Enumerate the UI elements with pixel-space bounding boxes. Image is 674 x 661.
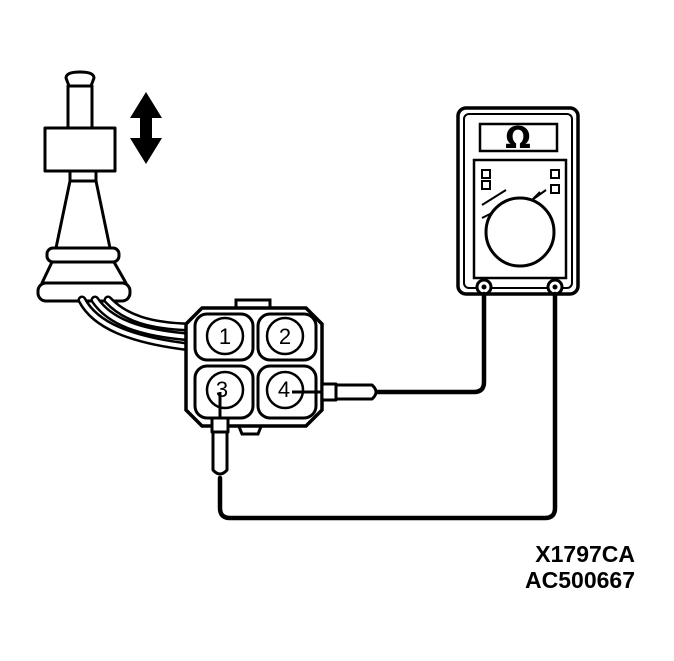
meter-inner xyxy=(463,113,573,289)
pin-label-4: 4 xyxy=(278,377,290,402)
meter-jack-v-ohm-core xyxy=(552,284,558,290)
pin-label-1: 1 xyxy=(219,324,231,349)
up-down-arrow-icon xyxy=(130,92,162,164)
rubber-boot xyxy=(54,179,112,250)
pin-circle-1 xyxy=(205,316,245,356)
pin-circle-4 xyxy=(265,370,305,410)
lead-pin-4 xyxy=(375,291,487,395)
plunger-body xyxy=(43,126,117,173)
meter-jack-com-core xyxy=(481,284,487,290)
connector: 1 2 3 4 xyxy=(184,298,324,436)
multimeter: Ω xyxy=(456,106,580,296)
meter-indicator-left xyxy=(481,169,491,179)
boot-ring xyxy=(45,246,121,264)
test-leads xyxy=(217,291,558,521)
meter-indicator-right-2 xyxy=(550,184,560,194)
meter-indicator-right xyxy=(550,169,560,179)
base-cone xyxy=(40,260,128,285)
reference-code: AC500667 xyxy=(525,567,635,593)
figure-code: X1797CA xyxy=(535,541,635,567)
meter-display xyxy=(478,122,559,153)
wire-harness-fill xyxy=(80,298,192,349)
ohm-symbol-icon: Ω xyxy=(505,121,531,156)
probe-pin-4 xyxy=(292,382,378,402)
pin-circle-3 xyxy=(205,370,245,410)
connector-pin-circles xyxy=(205,316,305,410)
plunger-cap xyxy=(64,70,96,88)
meter-scale-lines xyxy=(481,189,547,219)
pin-label-2: 2 xyxy=(279,324,291,349)
lead-pin-3 xyxy=(217,291,558,521)
meter-indicator-left-2 xyxy=(481,180,491,190)
switch-assembly xyxy=(36,70,132,303)
plunger-rod xyxy=(66,84,94,130)
pin-circle-2 xyxy=(265,316,305,356)
probe-pin-3 xyxy=(210,392,230,476)
meter-selector-dial[interactable] xyxy=(484,196,556,268)
pin-label-3: 3 xyxy=(216,377,228,402)
